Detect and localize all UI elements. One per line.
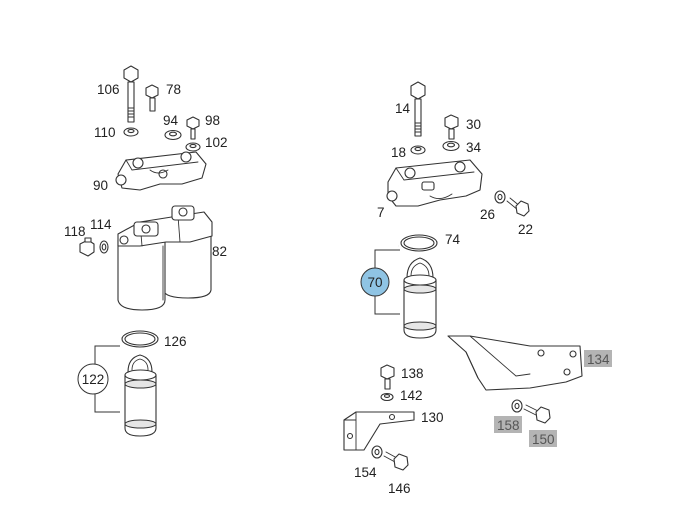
callout-126[interactable]: 126 — [164, 334, 187, 349]
callout-82[interactable]: 82 — [212, 244, 227, 259]
washer-94[interactable] — [164, 129, 182, 141]
svg-text:122: 122 — [82, 372, 105, 387]
callout-142[interactable]: 142 — [400, 388, 423, 403]
filter-element-122[interactable] — [124, 354, 157, 437]
housing-cover-90[interactable] — [115, 151, 207, 191]
washer-102[interactable] — [185, 142, 201, 152]
callout-110[interactable]: 110 — [94, 125, 116, 140]
callout-22[interactable]: 22 — [518, 222, 533, 237]
callout-114[interactable]: 114 — [90, 217, 112, 232]
callout-30[interactable]: 30 — [466, 117, 481, 132]
callout-118[interactable]: 118 — [64, 224, 86, 239]
callout-154[interactable]: 154 — [354, 465, 377, 480]
callout-138[interactable]: 138 — [401, 366, 424, 381]
bolt-150[interactable] — [523, 404, 551, 424]
callout-150[interactable]: 150 — [529, 430, 557, 447]
callout-7[interactable]: 7 — [377, 205, 385, 220]
seal-ring-114[interactable] — [99, 240, 109, 254]
screw-30[interactable] — [444, 114, 459, 140]
drain-plug-118[interactable] — [79, 237, 95, 257]
callout-18[interactable]: 18 — [391, 145, 406, 160]
bolt-22[interactable] — [506, 197, 530, 217]
screw-78[interactable] — [145, 84, 159, 112]
callout-102[interactable]: 102 — [205, 135, 228, 150]
washer-18[interactable] — [410, 145, 426, 155]
bolt-146[interactable] — [383, 451, 409, 471]
bolt-106[interactable] — [123, 65, 139, 123]
svg-text:134: 134 — [587, 352, 610, 367]
callout-90[interactable]: 90 — [93, 178, 108, 193]
svg-text:158: 158 — [497, 418, 520, 433]
washer-154[interactable] — [371, 445, 383, 459]
callout-labels: 106 78 110 94 98 102 90 118 114 82 126 1… — [64, 82, 612, 496]
callout-130[interactable]: 130 — [421, 410, 444, 425]
o-ring-74[interactable] — [400, 234, 438, 252]
filter-housing-82[interactable] — [117, 205, 213, 311]
callout-78[interactable]: 78 — [166, 82, 181, 97]
svg-text:70: 70 — [367, 275, 382, 290]
callout-122[interactable]: 122 — [77, 363, 109, 395]
washer-158[interactable] — [511, 399, 523, 413]
callout-134[interactable]: 134 — [584, 350, 612, 367]
callout-98[interactable]: 98 — [205, 113, 220, 128]
bolt-14[interactable] — [410, 81, 426, 137]
callout-26[interactable]: 26 — [480, 207, 495, 222]
filter-housing-7[interactable] — [386, 159, 483, 207]
o-ring-126[interactable] — [121, 330, 159, 348]
washer-26[interactable] — [494, 190, 506, 204]
callout-70[interactable]: 70 — [360, 267, 390, 297]
callout-94[interactable]: 94 — [163, 113, 179, 128]
washer-142[interactable] — [380, 392, 394, 402]
screw-138[interactable] — [380, 364, 395, 390]
callout-146[interactable]: 146 — [388, 481, 411, 496]
mounting-bracket-134[interactable] — [447, 335, 583, 391]
washer-110[interactable] — [123, 127, 139, 137]
callout-158[interactable]: 158 — [494, 416, 522, 433]
svg-text:150: 150 — [532, 432, 555, 447]
screw-98[interactable] — [186, 116, 200, 140]
filter-element-70[interactable] — [403, 257, 437, 339]
callout-106[interactable]: 106 — [97, 82, 120, 97]
callout-14[interactable]: 14 — [395, 101, 411, 116]
washer-34[interactable] — [442, 140, 460, 152]
bracket-130[interactable] — [343, 411, 415, 451]
callout-34[interactable]: 34 — [466, 140, 482, 155]
callout-74[interactable]: 74 — [445, 232, 461, 247]
